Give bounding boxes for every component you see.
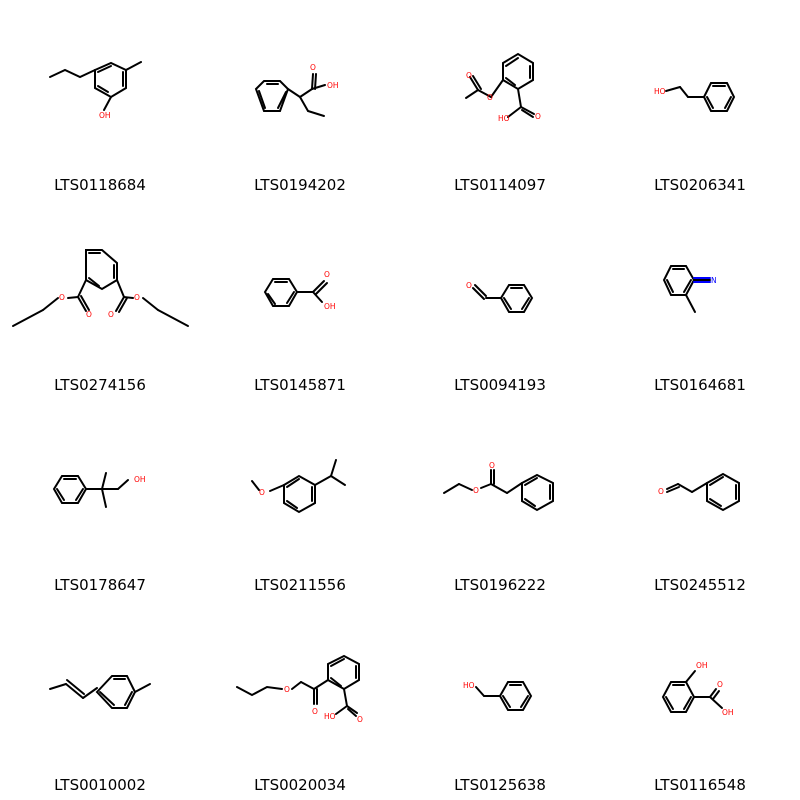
molecule-structure: O — [658, 472, 740, 512]
compound-id: LTS0114097 — [454, 176, 546, 194]
molecule-cell: O O HO O LTS0020034 — [200, 600, 400, 800]
atom-label: O — [658, 487, 664, 496]
atom-label: HO — [498, 114, 510, 123]
molecule-structure: HO — [654, 82, 736, 112]
compound-id: LTS0118684 — [54, 176, 146, 194]
atom-label: HO — [654, 87, 666, 96]
molecule-cell: LTS0010002 — [0, 600, 200, 800]
molecule-cell: OH O OH LTS0116548 — [600, 600, 800, 800]
molecule-structure: O OH — [254, 63, 339, 117]
atom-label: OH — [327, 81, 339, 90]
compound-id: LTS0094193 — [454, 376, 546, 394]
compound-id: LTS0116548 — [654, 776, 746, 794]
molecule-cell: O O O O LTS0274156 — [0, 200, 200, 400]
compound-id: LTS0125638 — [454, 776, 546, 794]
molecule-cell: HO LTS0125638 — [400, 600, 600, 800]
atom-label: N — [711, 276, 717, 285]
compound-id: LTS0245512 — [654, 576, 746, 594]
atom-label: O — [466, 281, 472, 290]
molecule-cell: HO LTS0206341 — [600, 0, 800, 200]
molecule-structure: OH O OH — [661, 661, 734, 717]
atom-label: OH — [134, 475, 146, 484]
atom-label: O — [86, 310, 92, 319]
atom-label: O — [489, 461, 495, 470]
molecule-cell: OH LTS0118684 — [0, 0, 200, 200]
atom-label: O — [259, 488, 265, 497]
compound-id: LTS0196222 — [454, 576, 546, 594]
atom-label: O — [134, 293, 140, 302]
molecule-structure: O O — [443, 461, 554, 512]
atom-label: O — [487, 93, 493, 102]
compound-id: LTS0194202 — [254, 176, 346, 194]
compound-id: LTS0206341 — [654, 176, 746, 194]
molecule-structure: O O O O — [12, 249, 189, 327]
atom-label: OH — [324, 302, 336, 311]
compound-id: LTS0010002 — [54, 776, 146, 794]
molecule-structure: O O HO O — [236, 654, 363, 724]
atom-label: O — [108, 310, 114, 319]
atom-label: O — [310, 63, 316, 72]
compound-id: LTS0211556 — [254, 576, 346, 594]
compound-id: LTS0274156 — [54, 376, 146, 394]
atom-label: O — [473, 486, 479, 495]
molecule-cell: O LTS0245512 — [600, 400, 800, 600]
atom-label: O — [357, 715, 363, 724]
atom-label: O — [324, 270, 330, 279]
atom-label: O — [466, 71, 472, 80]
molecule-cell: O O LTS0196222 — [400, 400, 600, 600]
molecule-structure: N — [662, 265, 717, 313]
atom-label: O — [312, 707, 318, 716]
molecule-structure: OH — [49, 61, 142, 120]
molecule-cell: O OH LTS0145871 — [200, 200, 400, 400]
atom-label: OH — [722, 708, 734, 717]
molecule-cell: O OH LTS0194202 — [200, 0, 400, 200]
molecule-cell: O LTS0094193 — [400, 200, 600, 400]
molecule-structure: O — [251, 459, 346, 514]
molecule-cell: OH LTS0178647 — [0, 400, 200, 600]
molecule-cell: O LTS0211556 — [200, 400, 400, 600]
compound-id: LTS0020034 — [254, 776, 346, 794]
molecule-structure: O OH — [263, 270, 336, 311]
molecule-structure: OH — [52, 472, 146, 508]
atom-label: HO — [324, 712, 336, 721]
atom-label: OH — [99, 111, 111, 120]
molecule-structure: O O HO O — [465, 52, 541, 123]
molecule-cell: N LTS0164681 — [600, 200, 800, 400]
compound-id: LTS0164681 — [654, 376, 746, 394]
atom-label: HO — [463, 681, 475, 690]
atom-label: OH — [696, 661, 708, 670]
atom-label: O — [717, 680, 723, 689]
atom-label: O — [535, 112, 541, 121]
molecule-cell: O O HO O LTS0114097 — [400, 0, 600, 200]
molecule-structure: HO — [463, 681, 533, 711]
compound-id: LTS0145871 — [254, 376, 346, 394]
molecule-structure: O — [466, 281, 534, 313]
molecule-structure — [49, 675, 151, 709]
atom-label: O — [59, 293, 65, 302]
atom-label: O — [284, 685, 290, 694]
compound-id: LTS0178647 — [54, 576, 146, 594]
